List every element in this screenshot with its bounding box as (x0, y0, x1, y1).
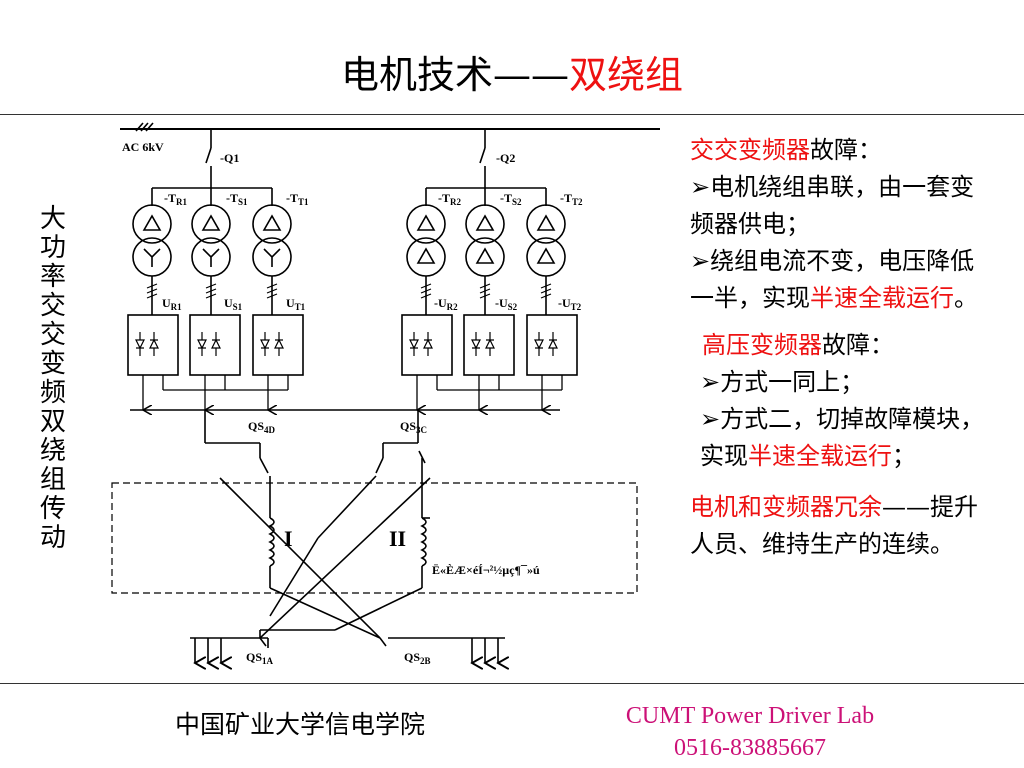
voltage-label: -UR2 (434, 296, 458, 312)
vertical-char: 动 (39, 523, 66, 553)
winding-i-label: I (284, 526, 293, 551)
dual-winding-circuit-diagram: AC 6kV -Q1 -Q2 -TR1 -TS1 -TT1 -TR2 -TS2 … (111, 122, 660, 678)
lab-name: CUMT Power Driver Lab (625, 703, 875, 729)
footer-lab: CUMT Power Driver Lab 0516-83885667 (590, 700, 910, 764)
vertical-char: 传 (39, 494, 66, 524)
voltage-label: -US2 (495, 296, 518, 312)
bottom-divider (0, 683, 1024, 684)
transformer-label: -TS2 (500, 191, 522, 207)
voltage-label: US1 (224, 296, 243, 312)
vertical-char: 功 (39, 233, 66, 263)
breaker-q2-label: -Q2 (496, 151, 515, 165)
section-3: 电机和变频器冗余——提升人员、维持生产的连续。 (690, 493, 978, 558)
section-2-bullet-1: ➢方式一同上； (700, 368, 865, 396)
arrow-bullet-icon: ➢ (700, 405, 721, 433)
voltage-label: UR1 (162, 296, 182, 312)
transformer-label: -TR1 (164, 191, 187, 207)
title-highlight: 双绕组 (569, 53, 684, 97)
vertical-char: 交 (39, 291, 66, 321)
switch-label: QS3C (400, 419, 427, 435)
breaker-q1-label: -Q1 (220, 151, 239, 165)
switch-label: QS1A (246, 650, 274, 666)
section-2-bullet-2: ➢方式二，切掉故障模块，实现半速全载运行； (700, 405, 985, 470)
transformer-label: -TT1 (286, 191, 309, 207)
slide-title: 电机技术——双绕组 (0, 44, 1024, 99)
vertical-char: 变 (39, 349, 66, 379)
switch-label: QS2B (404, 650, 431, 666)
vertical-char: 交 (39, 320, 66, 350)
notes-panel: 交交变频器故障： ➢电机绕组串联，由一套变频器供电； ➢绕组电流不变，电压降低一… (690, 132, 995, 563)
lab-phone: 0516-83885667 (674, 735, 826, 761)
arrow-bullet-icon: ➢ (690, 173, 711, 201)
transformer-label: -TT2 (560, 191, 583, 207)
transformer-group-right (406, 188, 566, 315)
converter-boxes (127, 314, 578, 376)
winding-ii (420, 517, 427, 567)
vertical-char: 组 (39, 465, 66, 495)
footer-school: 中国矿业大学信电学院 (175, 710, 426, 739)
arrow-bullet-icon: ➢ (690, 247, 711, 275)
vertical-caption: 大 功 率 交 交 变 频 双 绕 组 传 动 (36, 205, 70, 553)
vertical-char: 绕 (39, 436, 66, 466)
vertical-char: 频 (39, 378, 66, 408)
thyristor-symbols (135, 332, 558, 356)
vertical-char: 率 (39, 262, 66, 292)
voltage-label: -UT2 (558, 296, 582, 312)
voltage-label: UT1 (286, 296, 306, 312)
title-prefix: 电机技术—— (340, 53, 569, 97)
garbled-motor-label: Ë«ÈÆ×éÍ¬²½µç¶¯»ú (432, 563, 540, 577)
section-1-title: 交交变频器故障： (690, 136, 882, 164)
transformer-label: -TR2 (438, 191, 461, 207)
supply-label: AC 6kV (122, 140, 164, 154)
section-1-bullet-1: ➢电机绕组串联，由一套变频器供电； (690, 173, 975, 238)
top-divider (0, 114, 1024, 115)
switch-label: QS4D (248, 419, 276, 435)
motor-boundary (111, 482, 638, 594)
section-2-title: 高压变频器故障： (702, 331, 894, 359)
vertical-char: 双 (39, 407, 66, 437)
arrow-bullet-icon: ➢ (700, 368, 721, 396)
winding-i (268, 517, 275, 567)
winding-ii-label: II (389, 526, 406, 551)
section-1-bullet-2: ➢绕组电流不变，电压降低一半，实现半速全载运行。 (690, 247, 978, 312)
vertical-char: 大 (39, 204, 66, 234)
transformer-group-left (132, 188, 292, 315)
transformer-label: -TS1 (226, 191, 248, 207)
